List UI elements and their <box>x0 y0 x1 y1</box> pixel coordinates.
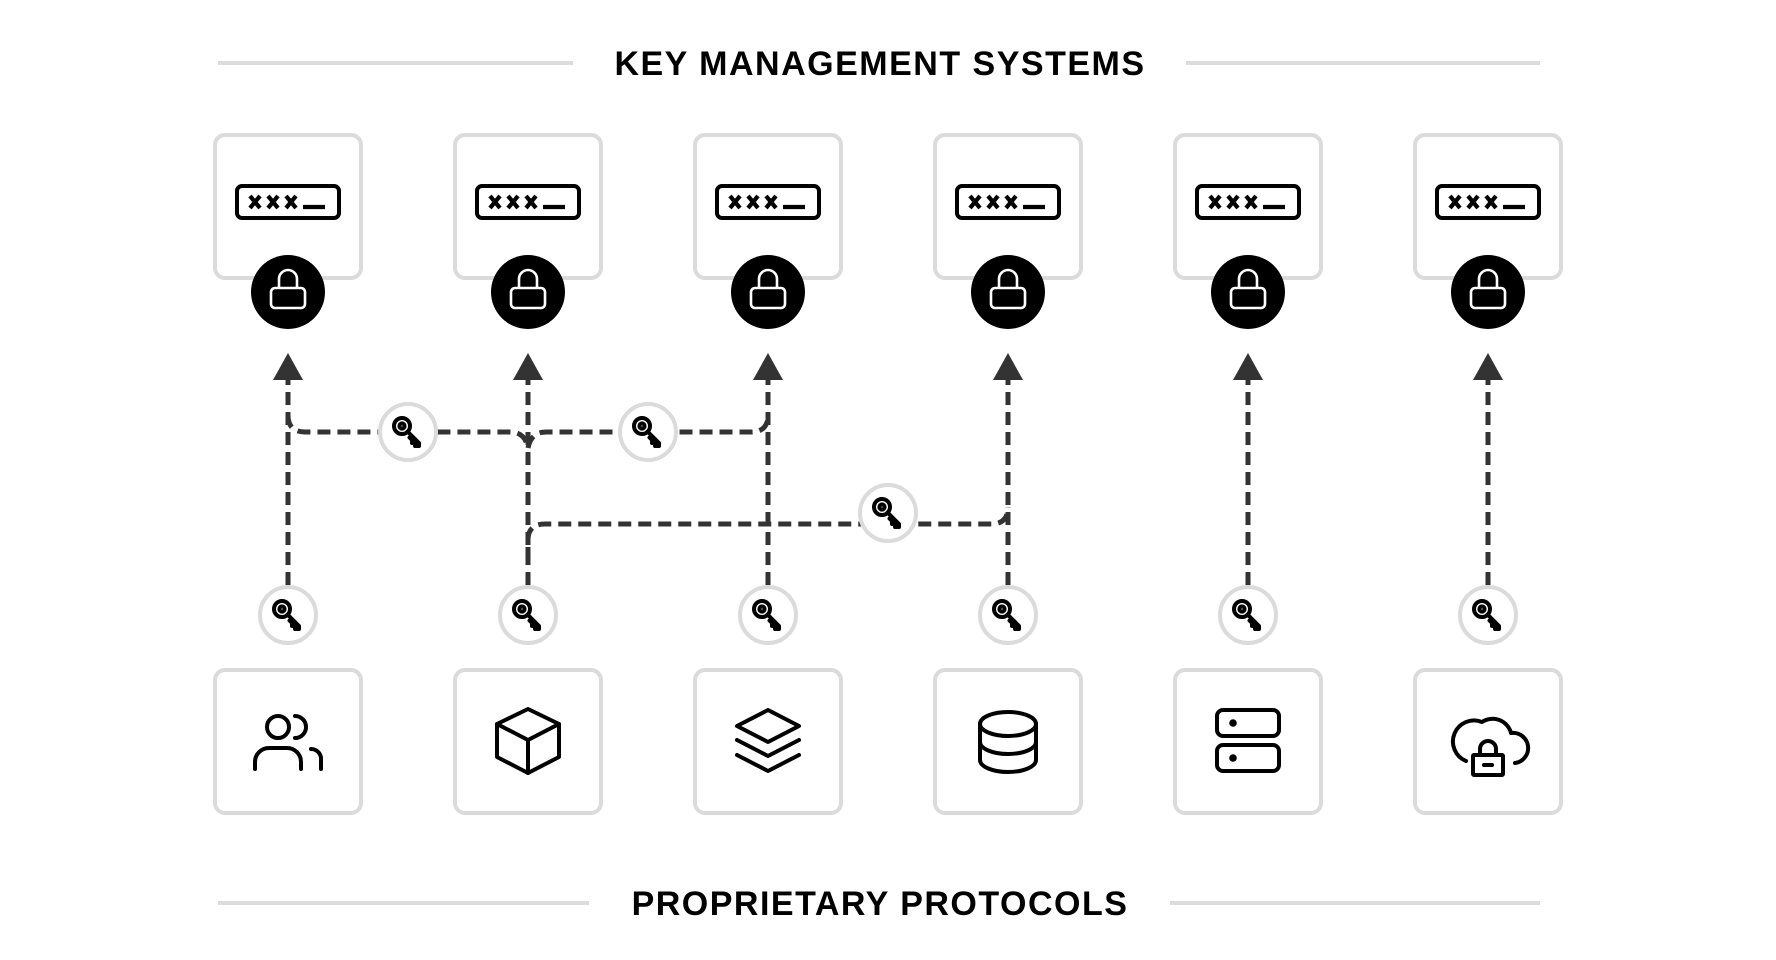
server-icon <box>1215 708 1281 773</box>
password-field-icon <box>1435 184 1541 220</box>
protocol-node-server[interactable] <box>1173 668 1323 815</box>
lock-icon <box>1229 268 1267 310</box>
protocol-node-users[interactable] <box>213 668 363 815</box>
key-marker <box>618 402 678 462</box>
kms-node[interactable] <box>693 133 843 329</box>
key-marker <box>1218 585 1278 645</box>
lock-icon <box>989 268 1027 310</box>
lock-icon <box>749 268 787 310</box>
top-heading: KEY MANAGEMENT SYSTEMS <box>614 45 1145 83</box>
protocol-node-cloud-lock[interactable] <box>1413 668 1563 815</box>
lock-icon <box>1469 268 1507 310</box>
cube-icon <box>495 707 561 775</box>
key-marker <box>858 483 918 543</box>
lock-icon <box>269 268 307 310</box>
key-marker <box>258 585 318 645</box>
bottom-heading: PROPRIETARY PROTOCOLS <box>632 885 1129 923</box>
protocol-node-database[interactable] <box>933 668 1083 815</box>
protocol-box[interactable] <box>1173 668 1323 815</box>
arrowhead <box>1473 353 1503 380</box>
protocol-node-cube[interactable] <box>453 668 603 815</box>
protocol-box[interactable] <box>213 668 363 815</box>
connections <box>273 353 1503 585</box>
password-field-icon <box>715 184 821 220</box>
protocol-node-layers[interactable] <box>693 668 843 815</box>
key-marker <box>378 402 438 462</box>
kms-node[interactable] <box>453 133 603 329</box>
arrowhead <box>753 353 783 380</box>
key-marker <box>1458 585 1518 645</box>
lock-icon <box>509 268 547 310</box>
kms-node[interactable] <box>213 133 363 329</box>
protocol-row <box>213 668 1563 815</box>
lock-badge <box>491 255 565 329</box>
protocol-box[interactable] <box>933 668 1083 815</box>
kms-node[interactable] <box>1173 133 1323 329</box>
cloud-lock-icon <box>1450 716 1531 777</box>
arrowhead <box>273 353 303 380</box>
password-field-icon <box>955 184 1061 220</box>
arrowhead <box>993 353 1023 380</box>
key-marker <box>738 585 798 645</box>
lock-badge <box>1451 255 1525 329</box>
arrowhead <box>1233 353 1263 380</box>
kms-node[interactable] <box>933 133 1083 329</box>
lock-badge <box>971 255 1045 329</box>
database-icon <box>978 710 1038 774</box>
password-field-icon <box>1195 184 1301 220</box>
top-heading-group: KEY MANAGEMENT SYSTEMS <box>218 45 1540 83</box>
lock-badge <box>731 255 805 329</box>
lock-badge <box>251 255 325 329</box>
layers-icon <box>735 708 801 773</box>
users-icon <box>253 714 324 771</box>
password-field-icon <box>235 184 341 220</box>
arrowhead <box>513 353 543 380</box>
password-field-icon <box>475 184 581 220</box>
connection-line <box>525 506 1011 560</box>
kms-row <box>213 133 1563 329</box>
key-markers <box>258 402 1518 645</box>
bottom-heading-group: PROPRIETARY PROTOCOLS <box>218 885 1540 923</box>
key-marker <box>978 585 1038 645</box>
lock-badge <box>1211 255 1285 329</box>
key-marker <box>498 585 558 645</box>
kms-node[interactable] <box>1413 133 1563 329</box>
